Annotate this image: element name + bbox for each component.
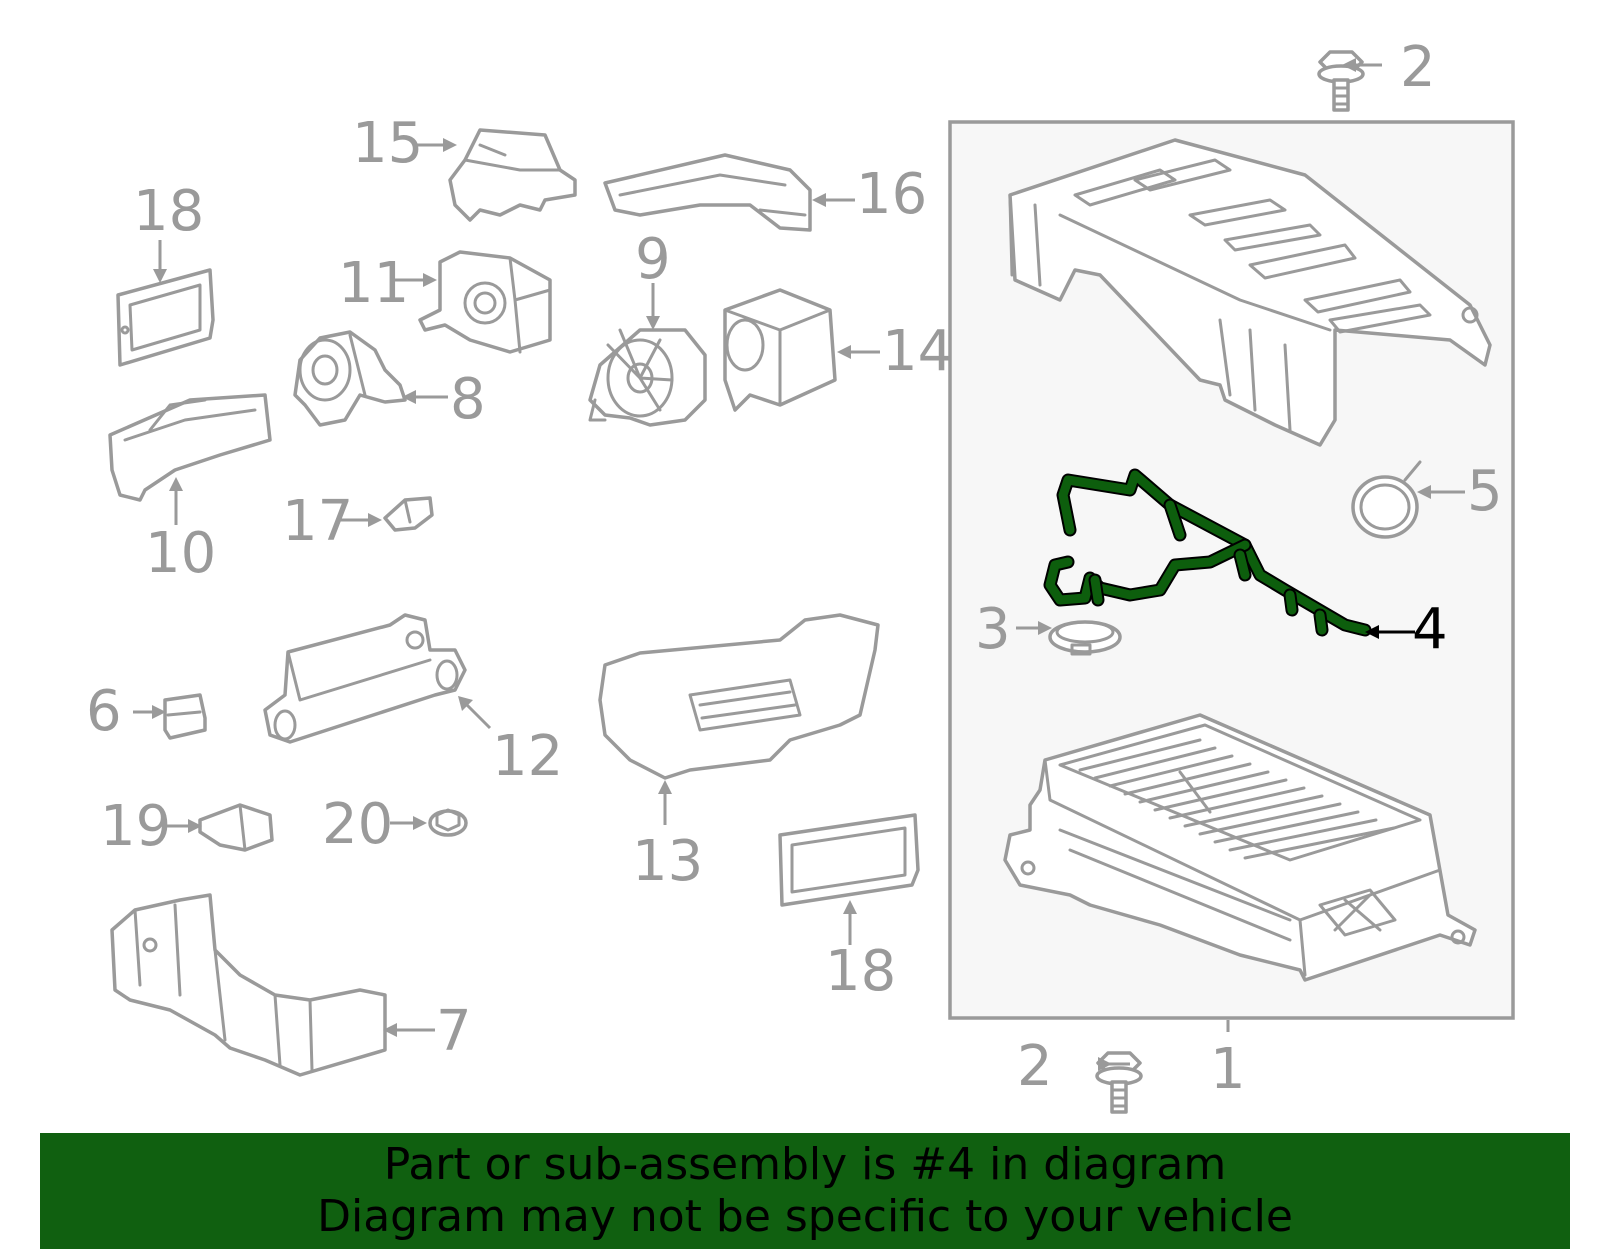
callout-8: 8	[450, 367, 486, 432]
callout-5: 5	[1467, 459, 1503, 524]
blower-part-8	[293, 330, 407, 427]
duct-part-16	[603, 153, 812, 232]
housing-part-14	[723, 288, 837, 412]
duct-part-10	[108, 393, 272, 502]
cover-part-13	[598, 613, 880, 780]
callout-labels: 1 2 2 3 4 5 6 7 8 9 10 11 12 13 14 15 16…	[86, 35, 1503, 1102]
callout-11: 11	[338, 251, 409, 316]
band-part-3	[1048, 620, 1122, 656]
callout-15: 15	[352, 111, 423, 176]
clamp-part-5	[1351, 460, 1422, 539]
banner-line-1: Part or sub-assembly is #4 in diagram	[383, 1139, 1227, 1190]
callout-6: 6	[86, 679, 122, 744]
clip-part-17	[383, 496, 434, 532]
callout-10: 10	[145, 521, 216, 586]
duct-part-15	[448, 128, 577, 222]
filter-part-18-top	[116, 268, 215, 367]
info-banner: Part or sub-assembly is #4 in diagram Di…	[40, 1133, 1570, 1249]
battery-pack-part	[1003, 713, 1477, 982]
callout-2-top: 2	[1400, 35, 1436, 100]
callout-9: 9	[635, 227, 671, 292]
callout-12: 12	[492, 724, 563, 789]
callout-2-bottom: 2	[1017, 1034, 1053, 1099]
filter-part-18-bottom	[778, 813, 920, 907]
wiring-harness-part	[1043, 468, 1372, 637]
blower-part-9	[588, 328, 707, 427]
callout-3: 3	[975, 597, 1011, 662]
callout-1: 1	[1210, 1037, 1246, 1102]
motor-part-11	[418, 250, 552, 354]
callout-14: 14	[882, 319, 953, 384]
banner-line-2: Diagram may not be specific to your vehi…	[317, 1191, 1293, 1242]
callout-18-bottom: 18	[825, 939, 896, 1004]
callout-20: 20	[322, 792, 393, 857]
callout-19: 19	[100, 794, 171, 859]
nut-part-20	[428, 808, 468, 837]
callout-13: 13	[632, 829, 703, 894]
callout-7: 7	[436, 999, 472, 1064]
bolt-part-2-top	[1317, 50, 1365, 112]
clip-part-19	[198, 803, 274, 852]
bracket-part-7	[110, 893, 387, 1077]
battery-cover-part	[1008, 138, 1492, 447]
callout-17: 17	[282, 489, 353, 554]
pad-part-6	[163, 693, 207, 740]
duct-part-12	[263, 613, 467, 744]
callout-16: 16	[856, 162, 927, 227]
leaders	[133, 58, 1465, 1071]
callout-18-top: 18	[133, 179, 204, 244]
callout-4: 4	[1412, 597, 1448, 662]
